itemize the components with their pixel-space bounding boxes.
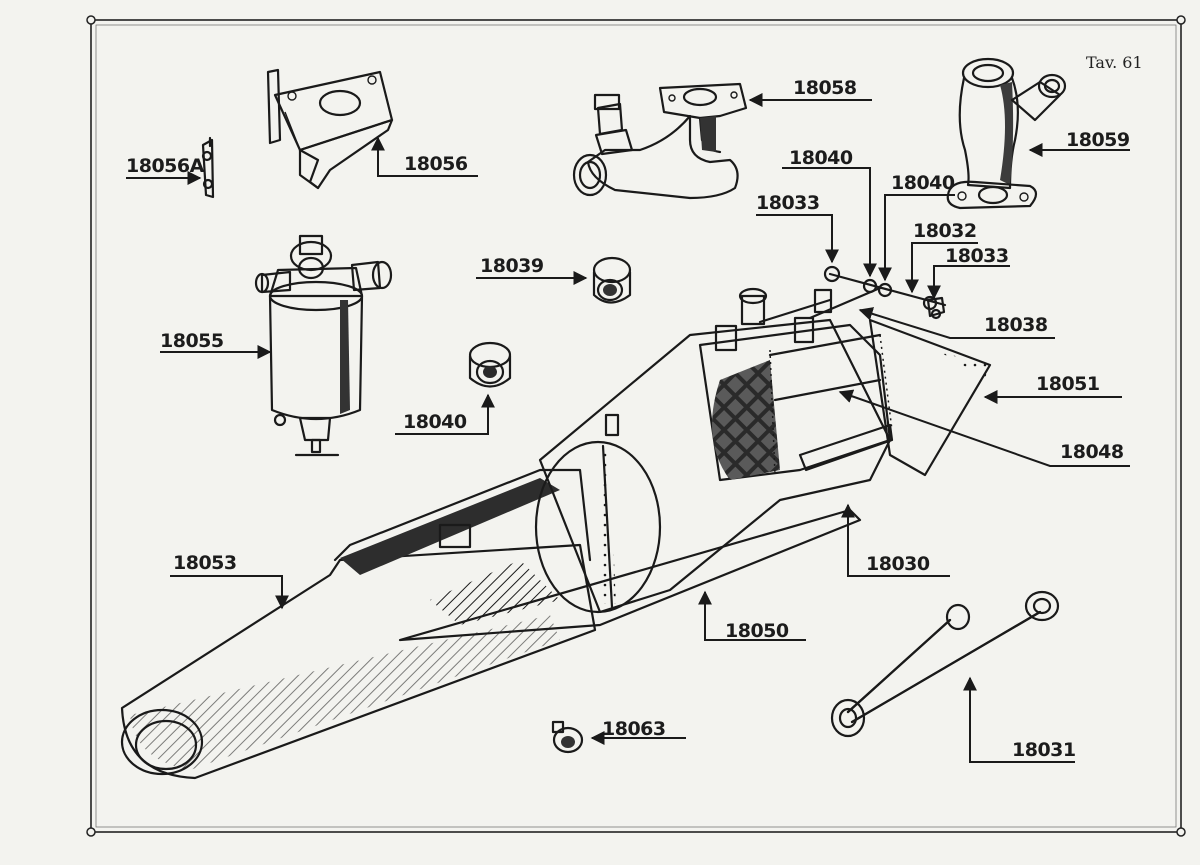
callout-18040-top: 18040: [789, 147, 853, 169]
callout-18056a: 18056A: [126, 155, 205, 177]
callout-18063: 18063: [602, 718, 666, 740]
part-intake-elbow-18058: [572, 82, 748, 200]
callout-18033-right: 18033: [945, 245, 1009, 267]
leader-lines: [126, 93, 1130, 763]
part-plug-18039: [592, 256, 632, 304]
callout-18055: 18055: [160, 330, 224, 352]
part-t-fitting-18059: [946, 57, 1067, 210]
callout-18048: 18048: [1060, 441, 1124, 463]
callout-18051: 18051: [1036, 373, 1100, 395]
plate-border: [86, 15, 1186, 837]
callout-18058: 18058: [793, 77, 857, 99]
part-small-fitting-18063: [551, 720, 584, 754]
callout-18059: 18059: [1066, 129, 1130, 151]
callout-18031: 18031: [1012, 739, 1076, 761]
callout-18050: 18050: [725, 620, 789, 642]
callout-18040-left: 18040: [403, 411, 467, 433]
callout-18053: 18053: [173, 552, 237, 574]
callout-18032: 18032: [913, 220, 977, 242]
callout-18039: 18039: [480, 255, 544, 277]
part-bracket-18056: [266, 68, 394, 190]
callout-18030: 18030: [866, 553, 930, 575]
callout-18056: 18056: [404, 153, 468, 175]
callout-18033-left: 18033: [756, 192, 820, 214]
callout-18040-mid: 18040: [891, 172, 955, 194]
part-main-fuselage: [120, 287, 992, 780]
part-fork-strut-18031: [830, 590, 1060, 738]
part-bushing-18040: [468, 341, 512, 388]
callout-18038: 18038: [984, 314, 1048, 336]
plate-label: Tav. 61: [1086, 53, 1143, 72]
part-fuel-filter-18055: [254, 234, 393, 457]
part-clip-18056a: [201, 136, 215, 199]
